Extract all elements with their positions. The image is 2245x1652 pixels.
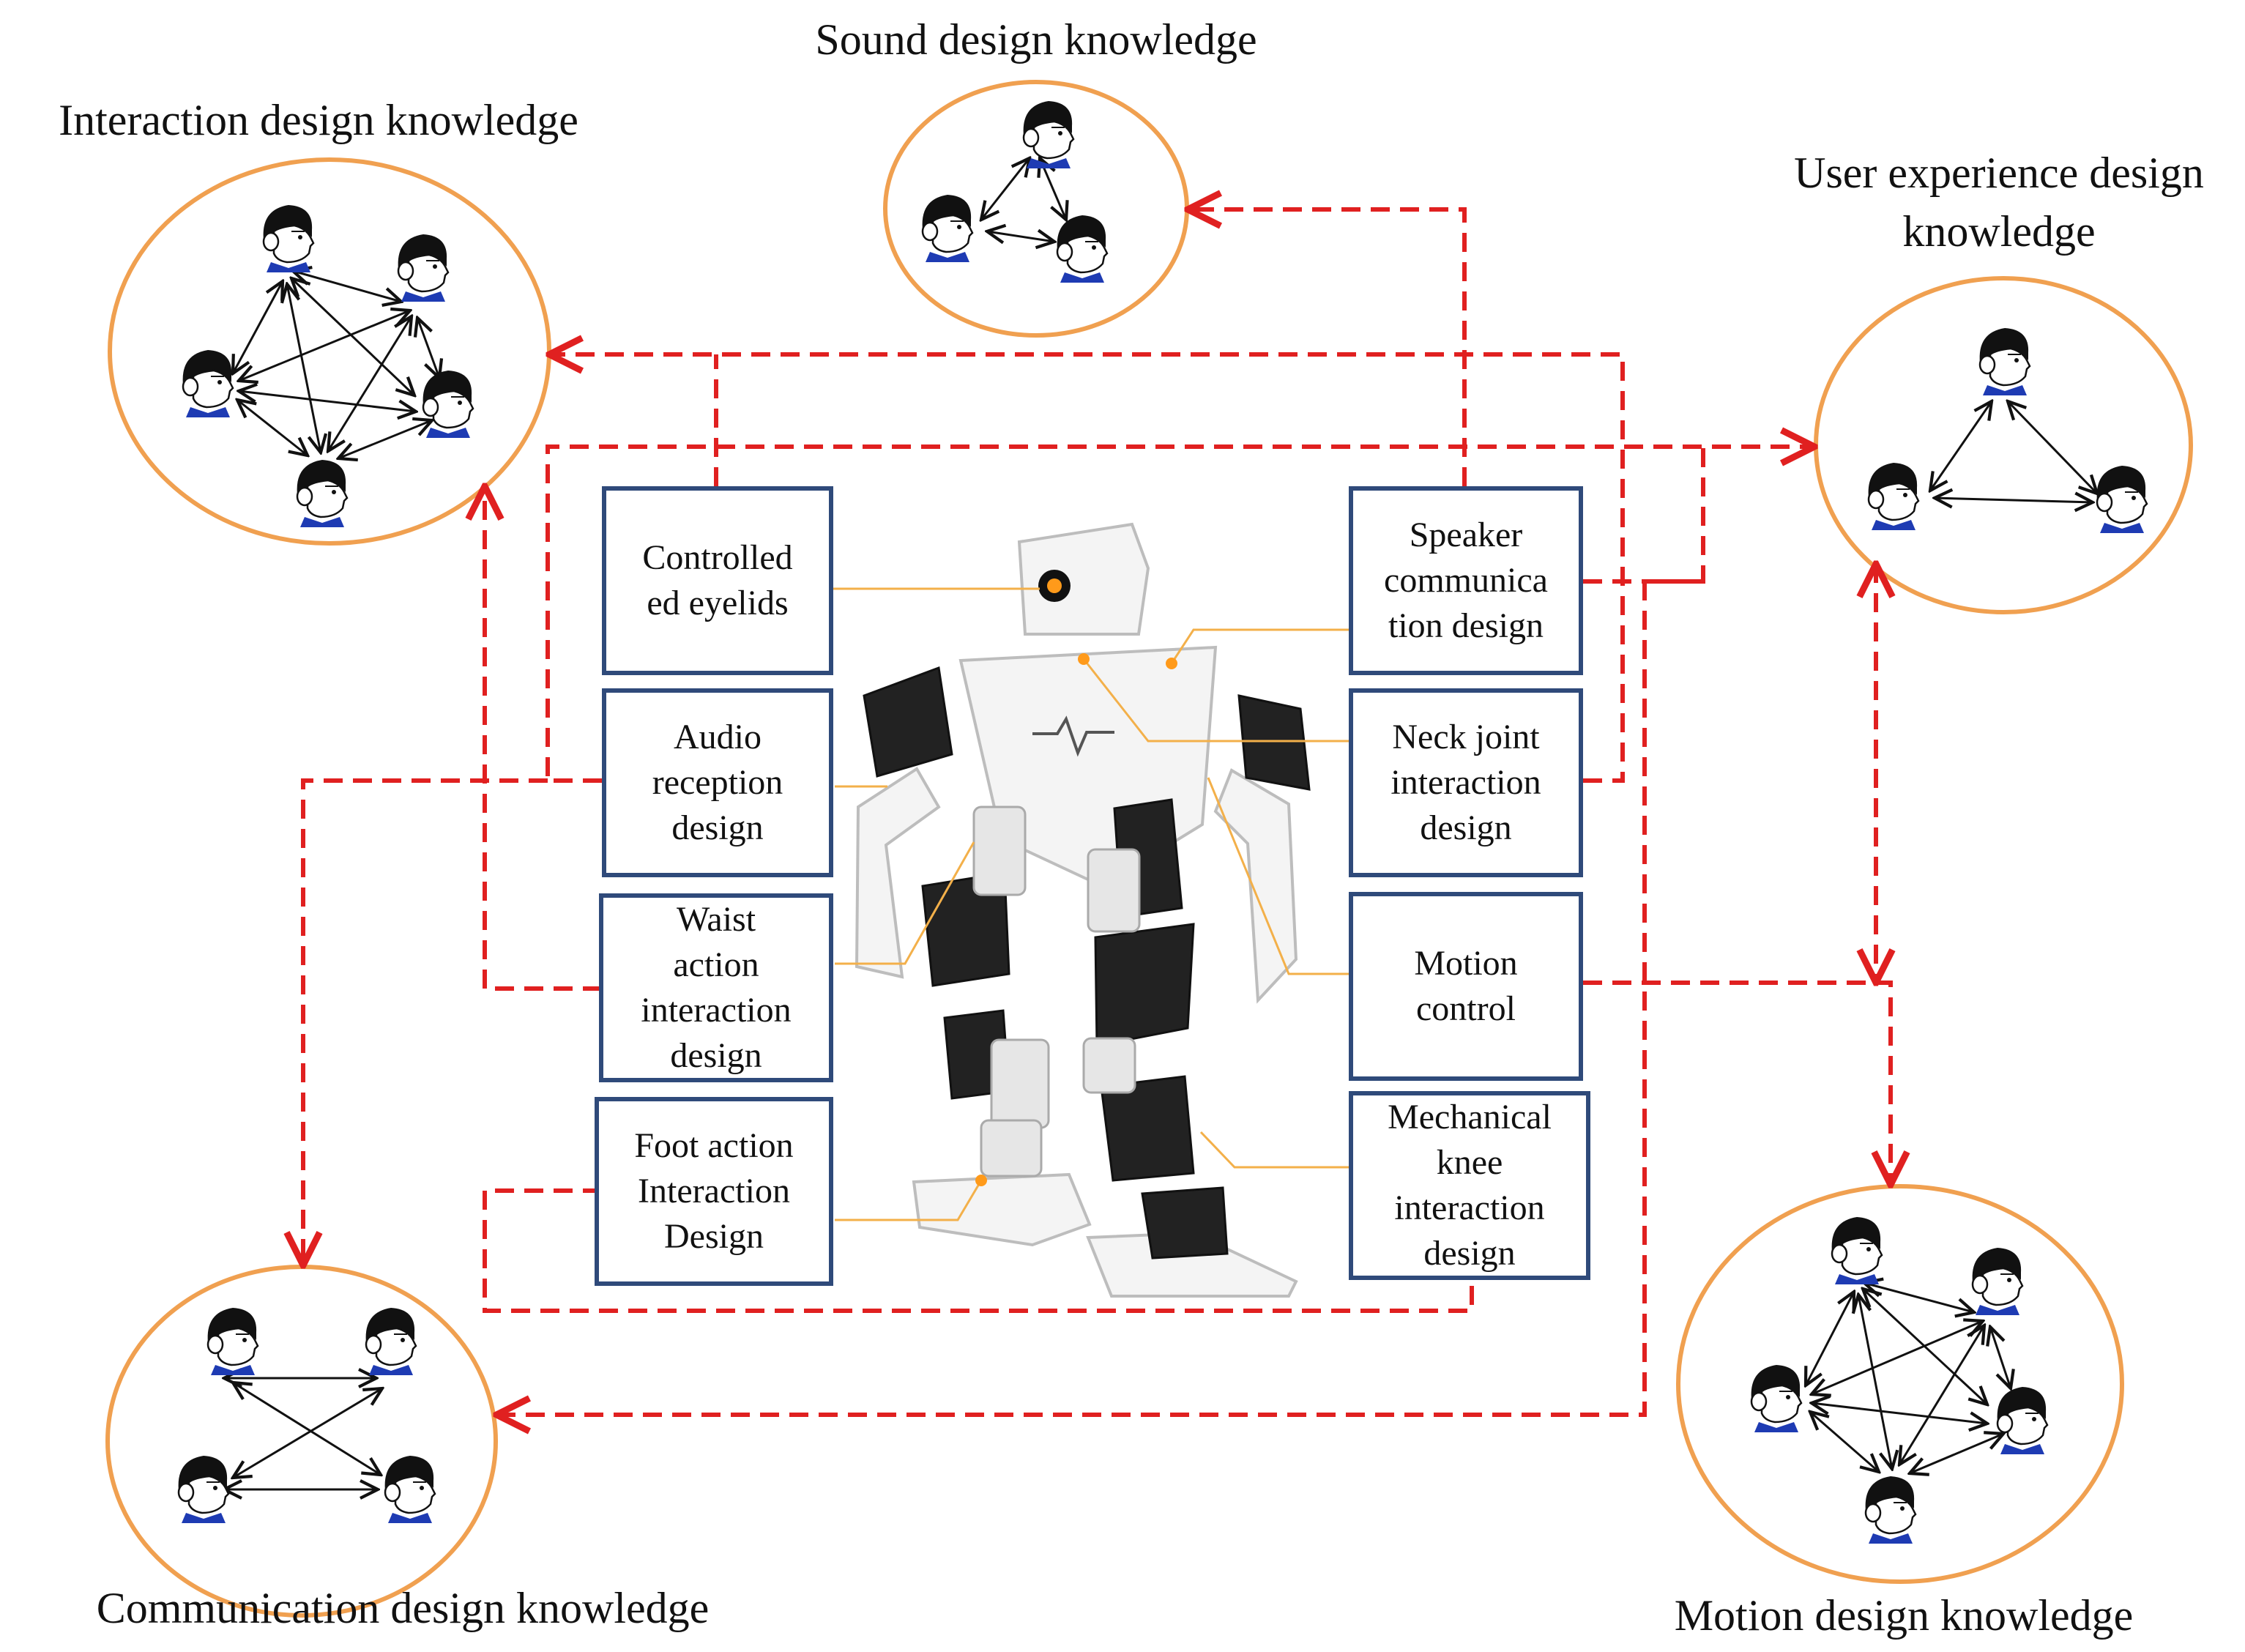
audio-to-user-experience-arrow [546,447,1814,783]
user-experience-knowledge-title: User experience design knowledge [1757,144,2241,261]
box-label-line: design [670,1036,762,1075]
motion-control-box: Motion control [1349,892,1583,1081]
person-head-icon [1978,327,2031,397]
humanoid-robot-image [855,522,1311,1298]
person-head-icon [365,1306,417,1377]
person-head-icon [262,204,315,274]
communication-circle [105,1265,498,1618]
communication-knowledge-title: Communication design knowledge [96,1584,710,1632]
box-label-line: ed eyelids [647,584,789,622]
box-label-line: communica [1384,561,1548,600]
person-head-icon [2096,464,2148,535]
person-head-icon [1867,461,1920,532]
user-experience-to-communication-arrow [496,579,1703,1415]
box-label-line: design [1423,1234,1516,1273]
interaction-network [233,271,439,458]
box-label-line: interaction [1390,763,1541,802]
waist-action-interaction-design-box: Waist action interaction design [599,893,833,1082]
person-head-icon [1996,1385,2049,1456]
box-label-line: Foot action [634,1126,794,1165]
box-label-line: Audio [673,718,762,756]
waist-to-interaction-arrow [485,486,602,991]
box-label-line: interaction [1394,1188,1545,1227]
neck-joint-interaction-design-box: Neck joint interaction design [1349,688,1583,877]
motion-control-to-motion-arrow [1583,981,1891,1185]
speaker-to-user-experience-line [1583,447,1705,584]
box-label-line: Neck joint [1392,718,1540,756]
box-label-line: Waist [676,900,756,939]
person-head-icon [1022,100,1075,170]
leader-lines [833,587,1349,1221]
box-label-line: action [673,945,759,984]
motion-knowledge-title: Motion design knowledge [1674,1591,2134,1640]
box-label-line: Interaction [638,1172,790,1210]
person-head-icon [206,1306,259,1377]
mechanical-knee-interaction-design-box: Mechanical knee interaction design [1349,1091,1590,1280]
person-head-icon [921,193,974,264]
audio-to-communication-arrow [303,778,548,1265]
box-label-line: control [1416,989,1516,1028]
motion-network [1806,1283,2011,1473]
box-label-line: interaction [641,991,792,1030]
neck-to-interaction-arrow [549,354,1625,783]
person-head-icon [296,458,349,529]
sound-knowledge-title: Sound design knowledge [815,15,1257,64]
interaction-knowledge-title: Interaction design knowledge [59,96,578,144]
box-label-line: design [1420,808,1512,847]
speaker-to-sound-arrow [1188,209,1467,486]
box-label-line: Motion [1414,944,1518,983]
person-head-icon [422,369,474,439]
box-label-line: knee [1436,1143,1503,1182]
person-head-icon [182,349,234,419]
person-head-icon [384,1454,436,1525]
sound-network [981,158,1066,242]
speaker-communication-design-box: Speaker communica tion design [1349,486,1583,675]
box-label-line: reception [652,763,783,802]
person-head-icon [397,233,450,303]
box-label-line: design [671,808,764,847]
box-label-line: Design [664,1217,764,1256]
communication-network [224,1378,382,1489]
user-experience-title-line2: knowledge [1902,207,2096,256]
box-label-line: Controlled [642,538,793,577]
user-experience-title-line1: User experience design [1794,149,2204,197]
person-head-icon [1971,1246,2024,1317]
audio-reception-design-box: Audio reception design [602,688,833,877]
leader-dots [975,653,1177,1186]
person-head-icon [1864,1475,1917,1545]
box-label-line: tion design [1388,606,1544,645]
foot-to-interaction-line [483,1188,1474,1313]
controlled-eyelids-box: Controlled ed eyelids [602,486,833,675]
box-label-line: Mechanical [1388,1098,1552,1136]
person-head-icon [1831,1216,1883,1286]
box-label-line: Speaker [1409,516,1523,554]
person-head-icon [177,1454,230,1525]
person-head-icon [1750,1363,1803,1434]
person-head-icon [1056,214,1109,284]
dashed-connections [303,209,1891,1415]
user-experience-network [1930,401,2097,502]
